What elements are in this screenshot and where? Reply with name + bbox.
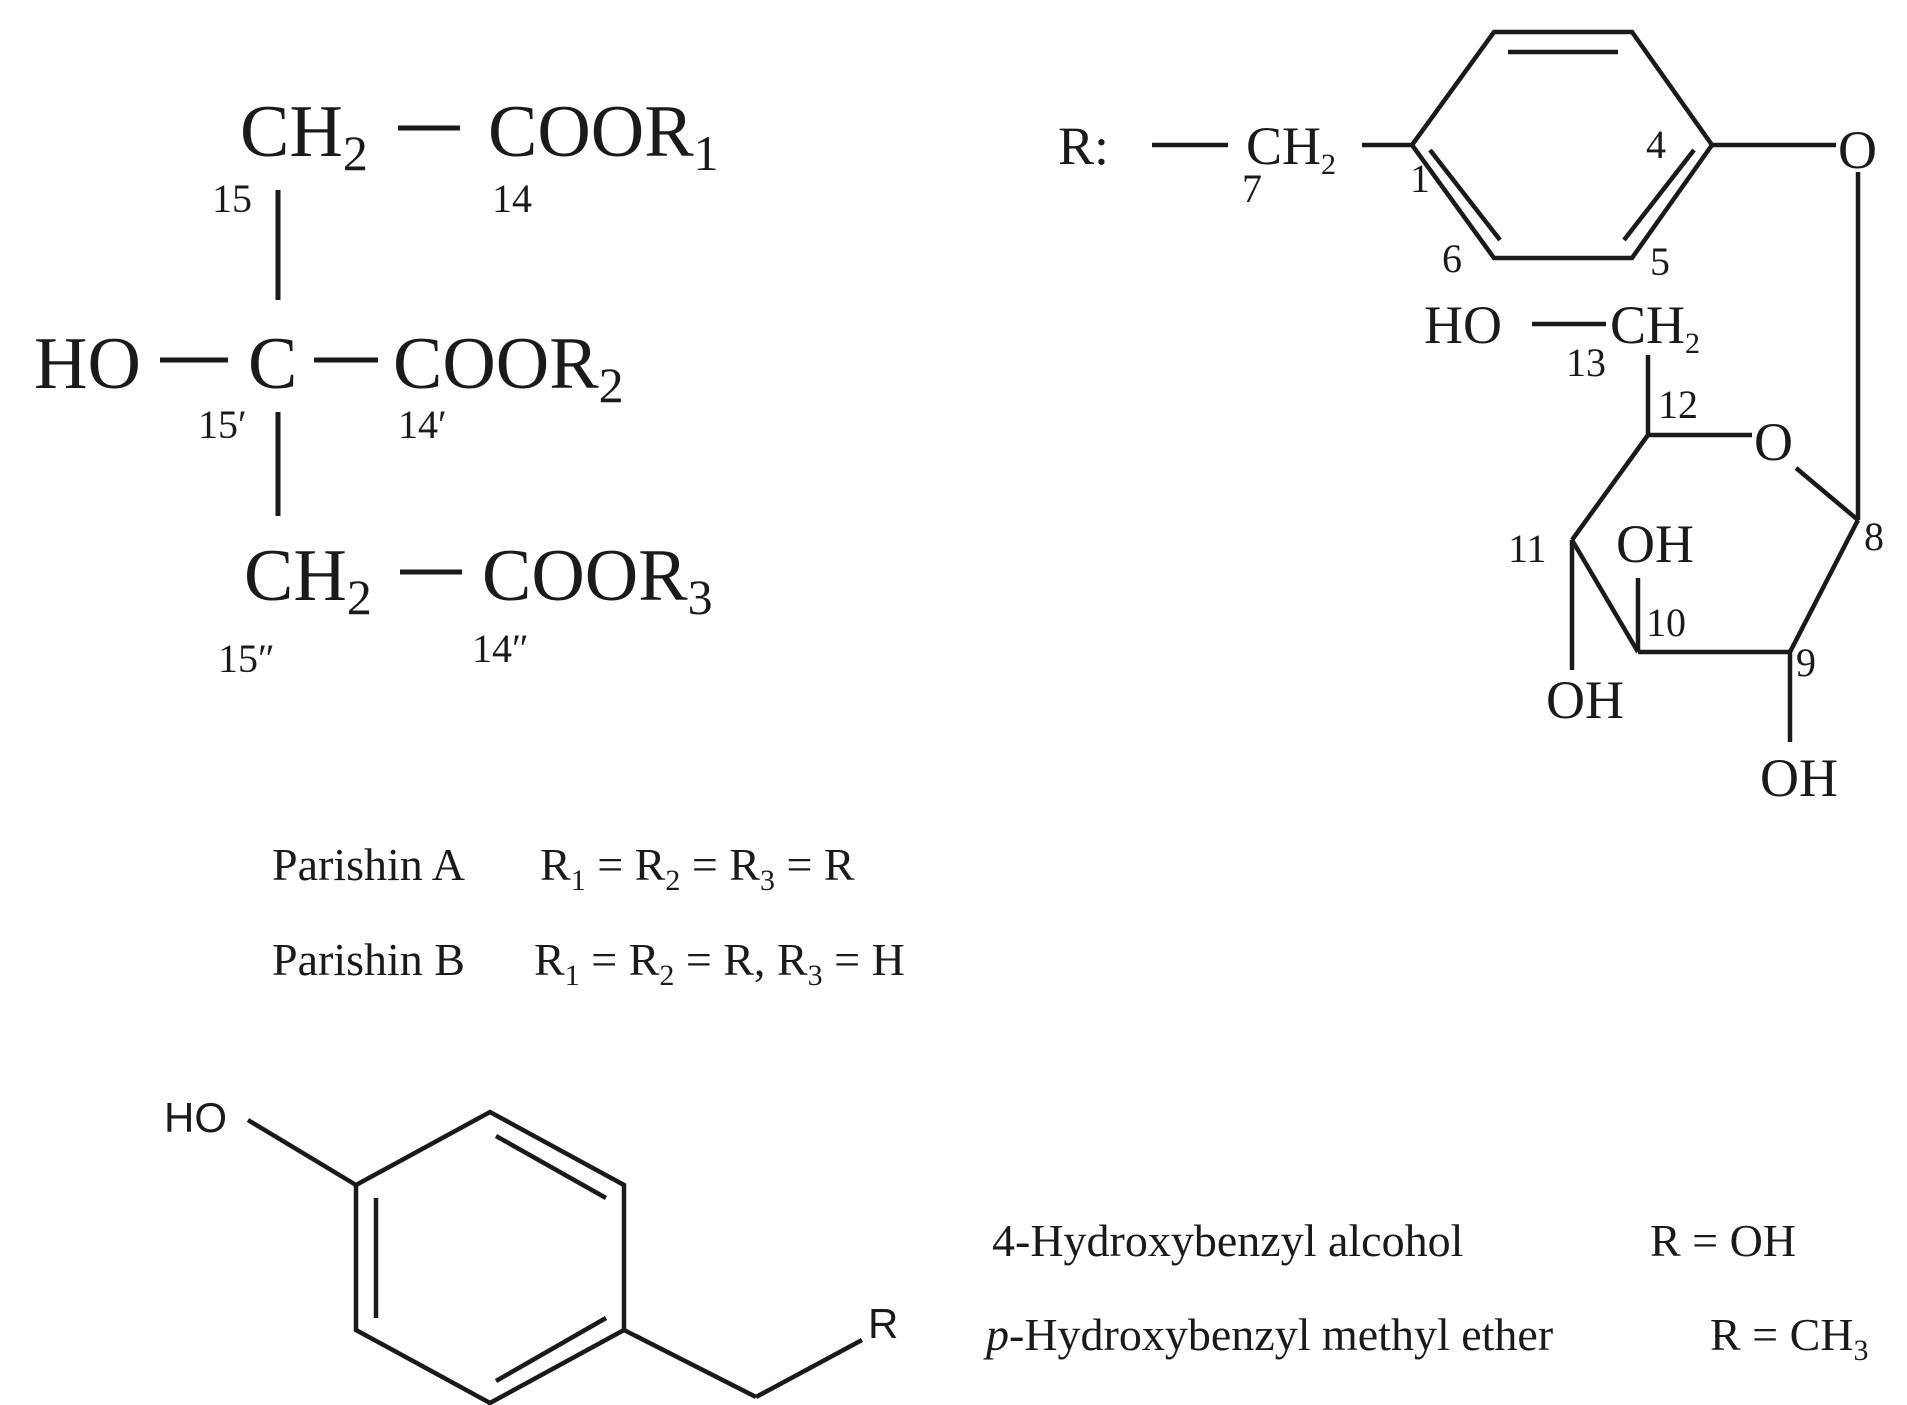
phenol-benzene-ring — [353, 1109, 627, 1405]
atom-number-5: 5 — [1650, 239, 1670, 284]
atom-number-15: 15 — [212, 176, 252, 221]
bond-c8-c9 — [1787, 518, 1861, 654]
ho-ch2oh-label: HO — [1424, 295, 1502, 355]
atom-number-1: 1 — [1410, 156, 1430, 201]
atom-number-14: 14 — [492, 176, 532, 221]
parishin-b-caption: Parishin B R1 = R2 = R, R3 = H — [272, 934, 905, 992]
atom-number-14p: 14′ — [398, 402, 447, 447]
legend-hydroxybenzyl-methyl-ether: -Hydroxybenzyl methyl ether — [1009, 1309, 1553, 1360]
ch2-benzyl-label: CH2 — [1246, 116, 1336, 181]
legend-4-hydroxybenzyl-alcohol: 4-Hydroxybenzyl alcohol — [992, 1215, 1463, 1266]
phenol-ho-label: HO — [164, 1094, 227, 1141]
ch2-top-label: CH2 — [240, 91, 368, 181]
coor1-label: COOR1 — [488, 91, 719, 181]
coor2-label: COOR2 — [393, 323, 624, 413]
phenol-double-bond-top — [494, 1134, 608, 1200]
ch2-13-label: CH2 — [1610, 295, 1700, 360]
ho-label: HO — [34, 323, 141, 405]
citrate-core-structure: CH2 COOR1 15 14 HO C COOR2 15′ 14′ CH2 C… — [34, 91, 719, 681]
oh-c11-label: OH — [1546, 670, 1624, 730]
atom-number-8: 8 — [1864, 514, 1884, 559]
hydroxybenzyl-structure: HO R — [164, 1094, 898, 1405]
atom-number-13: 13 — [1566, 340, 1606, 385]
atom-number-10: 10 — [1646, 600, 1686, 645]
oh-c10-label: OH — [1616, 514, 1694, 574]
atom-number-15p: 15′ — [198, 402, 247, 447]
legend-line-2: p-Hydroxybenzyl methyl ether R = CH3 — [983, 1309, 1869, 1367]
glycosidic-o-label: O — [1838, 120, 1877, 180]
coor3-label: COOR3 — [482, 535, 713, 625]
double-bond-1-6 — [1428, 148, 1502, 242]
phenol-double-bond-bottom — [494, 1316, 608, 1383]
phenol-r-label: R — [868, 1300, 898, 1347]
bond-ch2-r — [754, 1338, 864, 1399]
legend-r-ch3: R = CH — [1710, 1309, 1854, 1360]
hydroxybenzyl-legend: 4-Hydroxybenzyl alcohol R = OH p-Hydroxy… — [983, 1215, 1869, 1367]
legend-p-italic: p — [983, 1309, 1009, 1360]
parishin-b-name: Parishin B — [272, 934, 465, 985]
bond-ho-ring — [246, 1118, 358, 1187]
bond-ring-ch2 — [622, 1327, 758, 1400]
atom-number-12: 12 — [1658, 382, 1698, 427]
bond-oring-c8 — [1794, 466, 1860, 522]
central-c-label: C — [248, 323, 297, 405]
atom-number-7: 7 — [1242, 166, 1262, 211]
oh-c9-label: OH — [1760, 748, 1838, 808]
atom-number-6: 6 — [1442, 236, 1462, 281]
legend-line-1: 4-Hydroxybenzyl alcohol R = OH — [992, 1215, 1796, 1266]
bond-c10-c11 — [1570, 538, 1640, 654]
double-bond-4-5 — [1622, 148, 1696, 242]
parishin-a-r1: R — [540, 839, 571, 890]
atom-number-4: 4 — [1646, 122, 1666, 167]
atom-number-15pp: 15″ — [218, 636, 275, 681]
atom-number-14pp: 14″ — [472, 626, 529, 671]
parishin-captions: Parishin A R1 = R2 = R3 = R Parishin B R… — [272, 839, 905, 992]
legend-r-oh: R = OH — [1650, 1215, 1796, 1266]
bond-c11-c12 — [1570, 433, 1650, 542]
r-colon-label: R: — [1058, 116, 1109, 176]
atom-number-11: 11 — [1508, 526, 1547, 571]
ch2-bottom-label: CH2 — [244, 535, 372, 625]
parishin-b-r1: R — [534, 934, 565, 985]
benzene-ring — [1409, 29, 1715, 261]
atom-number-9: 9 — [1796, 640, 1816, 685]
r-group-gastrodin-structure: R: CH2 7 1 4 5 6 O HO CH2 13 12 O 8 9 10 — [1058, 29, 1884, 808]
parishin-a-name: Parishin A — [272, 839, 465, 890]
parishin-a-caption: Parishin A R1 = R2 = R3 = R — [272, 839, 855, 897]
ring-o-label: O — [1754, 412, 1793, 472]
